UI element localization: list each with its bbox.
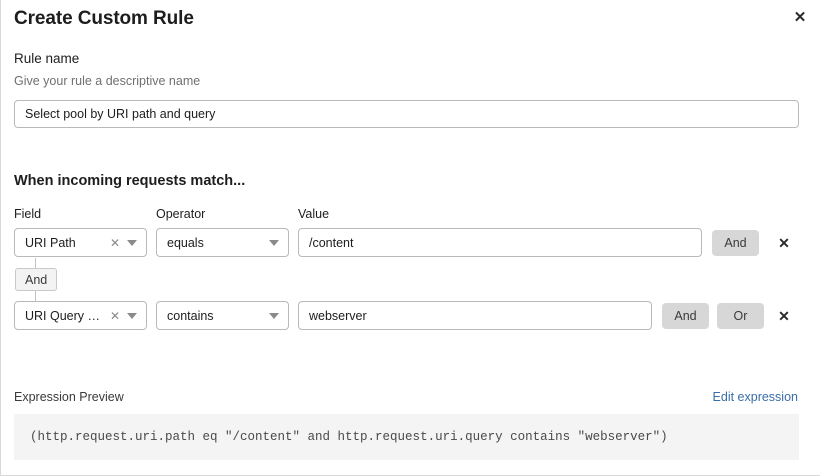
chevron-down-icon[interactable]: [269, 312, 279, 319]
and-button-row-1[interactable]: And: [712, 230, 759, 256]
operator-select-row-1-label: equals: [167, 235, 204, 250]
and-button-row-2[interactable]: And: [662, 303, 709, 329]
expression-preview-box: (http.request.uri.path eq "/content" and…: [14, 414, 799, 460]
delete-row-2-icon[interactable]: ✕: [778, 308, 790, 324]
operator-select-row-1[interactable]: equals: [156, 228, 289, 257]
or-button-row-2[interactable]: Or: [717, 303, 764, 329]
clear-icon[interactable]: ✕: [109, 235, 120, 250]
expression-preview-label: Expression Preview: [14, 390, 124, 404]
rule-name-input[interactable]: [14, 100, 799, 128]
clear-icon[interactable]: ✕: [109, 308, 120, 323]
field-select-row-1[interactable]: URI Path ✕: [14, 228, 147, 257]
operator-select-row-2[interactable]: contains: [156, 301, 289, 330]
field-select-row-2[interactable]: URI Query St... ✕: [14, 301, 147, 330]
page-title: Create Custom Rule: [14, 8, 194, 29]
connector-line-bottom: [35, 291, 36, 302]
delete-row-1-icon[interactable]: ✕: [778, 235, 790, 251]
rule-name-label: Rule name: [14, 51, 80, 66]
connector-line-top: [35, 258, 36, 269]
operator-select-row-2-label: contains: [167, 308, 214, 323]
column-header-operator: Operator: [156, 207, 206, 221]
close-icon[interactable]: ✕: [793, 8, 807, 26]
value-input-row-2[interactable]: [298, 301, 652, 330]
chevron-down-icon[interactable]: [127, 312, 137, 319]
field-select-row-1-label: URI Path: [25, 235, 76, 250]
match-section-heading: When incoming requests match...: [14, 173, 246, 189]
chevron-down-icon[interactable]: [127, 239, 137, 246]
chevron-down-icon[interactable]: [269, 239, 279, 246]
rule-name-helper-text: Give your rule a descriptive name: [14, 74, 201, 88]
expression-preview-code: (http.request.uri.path eq "/content" and…: [30, 430, 668, 444]
field-select-row-2-label: URI Query St...: [25, 308, 106, 323]
column-header-field: Field: [14, 207, 42, 221]
value-input-row-1[interactable]: [298, 228, 702, 257]
group-connector-and[interactable]: And: [15, 268, 58, 291]
column-header-value: Value: [298, 207, 330, 221]
edit-expression-link[interactable]: Edit expression: [712, 390, 798, 404]
